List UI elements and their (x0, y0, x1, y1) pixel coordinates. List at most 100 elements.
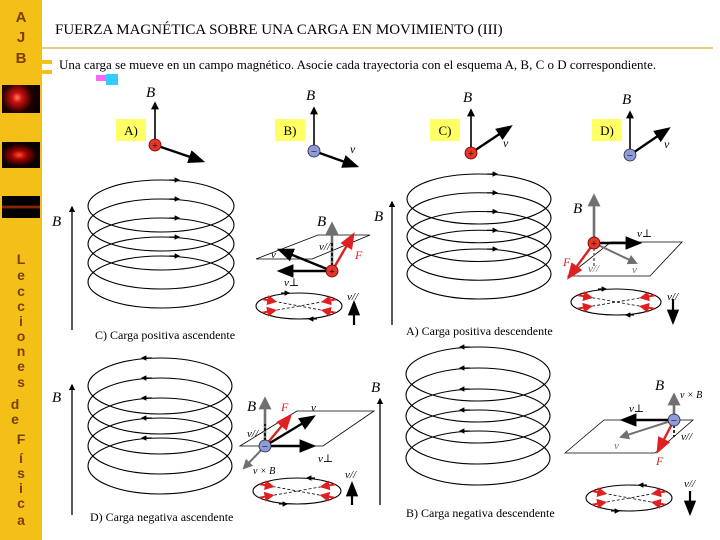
sidebar-letter: s (17, 465, 25, 481)
plane (566, 241, 683, 277)
circular-orbit (570, 288, 662, 316)
v-par-label: v// (684, 478, 696, 490)
v-label: v (311, 402, 316, 414)
helix-turn (406, 173, 552, 225)
centripetal-force-arrow (592, 487, 608, 497)
centripetal-force-arrow (577, 302, 593, 313)
helix-turn (87, 236, 235, 290)
circular-orbit (252, 477, 342, 505)
panel-caption: D) Carga negativa ascendente (90, 510, 233, 524)
b-label: B (306, 88, 315, 104)
sidebar-letter: L (16, 251, 26, 267)
panel-caption: C) Carga positiva ascendente (95, 328, 235, 342)
b-label: B (463, 90, 472, 106)
velocity-arrow (629, 127, 671, 156)
panel-negative-ascending: B B v v⊥ v// F v × B − v// D) Carga nega… (52, 355, 376, 524)
deco-cyan-square (106, 74, 118, 85)
scheme-label: C) (439, 123, 452, 138)
sidebar-letter: e (17, 267, 25, 283)
sidebar-letter: d (10, 396, 20, 412)
velocity-arrow (276, 248, 333, 273)
f-label: F (655, 454, 664, 468)
helix-turn (87, 377, 233, 435)
charge-sign: + (329, 267, 335, 278)
negative-charge (307, 144, 321, 158)
scheme-label-box (275, 119, 305, 141)
helix-turn (405, 409, 551, 465)
centripetal-force-arrow (651, 487, 667, 498)
centripetal-force-arrow (650, 498, 666, 509)
sidebar-letter: i (19, 480, 23, 496)
centripetal-force-arrow (259, 491, 275, 502)
velocity-arrow (470, 125, 513, 154)
velocity-arrow (593, 242, 638, 265)
scheme-label-box (430, 119, 460, 141)
helix-turn (87, 437, 233, 495)
sidebar-letter: s (17, 374, 25, 390)
centripetal-force-arrow (262, 295, 278, 305)
helix-turn (87, 255, 235, 309)
helix-turn (87, 217, 235, 271)
helix-trajectory (87, 177, 235, 309)
thumbnail-spark (2, 142, 40, 168)
sidebar-letter: c (17, 298, 25, 314)
scheme-label: B) (284, 123, 297, 138)
v-par-label: v// (319, 241, 331, 253)
v-label: v (350, 142, 356, 156)
centripetal-force-arrow (261, 306, 278, 317)
panel-caption: B) Carga negativa descendente (406, 506, 555, 520)
helix-turn (87, 417, 233, 475)
panel-caption: A) Carga positiva descendente (406, 324, 553, 338)
centripetal-force-arrow (577, 291, 594, 302)
b-label: B (374, 209, 383, 225)
sidebar-initial-b: B (15, 50, 27, 67)
centripetal-force-arrow (320, 306, 336, 317)
velocity-arrow (313, 149, 360, 168)
velocity-arrow (264, 415, 316, 448)
sidebar-letter: n (16, 343, 26, 359)
deco-magenta-square (96, 75, 108, 81)
scheme-b: B v − B) (275, 88, 360, 168)
sidebar-letter: F (16, 431, 26, 447)
helix-turn (406, 210, 552, 263)
helix-turn (406, 248, 552, 300)
scheme-label-box (592, 119, 622, 141)
velocity-arrow (619, 419, 675, 440)
helix-trajectory (405, 344, 551, 486)
sidebar-letter: c (17, 495, 25, 511)
positive-charge (325, 264, 339, 278)
charge-sign: − (262, 441, 268, 453)
centripetal-force-arrow (259, 480, 275, 490)
sidebar-letter: e (17, 358, 25, 374)
helix-trajectory (87, 355, 233, 495)
sidebar-letter: o (16, 328, 26, 344)
negative-charge (667, 413, 681, 427)
scheme-label: A) (124, 123, 138, 138)
v-label: v (614, 440, 619, 452)
v-par-label: v// (667, 291, 679, 303)
centripetal-force-arrow (639, 291, 655, 302)
charge-sign: + (468, 149, 474, 160)
v-par-label: v// (347, 291, 359, 303)
force-arrow (264, 413, 293, 447)
thumbnail-lamp (2, 85, 40, 113)
centripetal-force-arrow (591, 498, 608, 509)
panel-positive-ascending: B B v v⊥ v// F + v// C) Carga positiva a… (52, 177, 371, 342)
charge-sign: − (311, 146, 317, 158)
b-label: B (655, 378, 664, 394)
panel-positive-descending: B B v⊥ v// v F + v// A) Carga positiva d… (374, 171, 683, 338)
vxb-label: v × B (680, 390, 702, 401)
v-label: v (503, 136, 509, 150)
b-label: B (317, 214, 326, 230)
centripetal-force-arrow (319, 480, 336, 491)
b-label: B (52, 390, 61, 406)
helix-turn (87, 397, 233, 455)
helix-turn (406, 192, 552, 244)
charge-sign: − (627, 150, 633, 162)
v-perp-label: v⊥ (318, 453, 333, 465)
velocity-arrow (154, 143, 206, 164)
b-label: B (146, 85, 155, 101)
v-label: v (271, 249, 276, 261)
